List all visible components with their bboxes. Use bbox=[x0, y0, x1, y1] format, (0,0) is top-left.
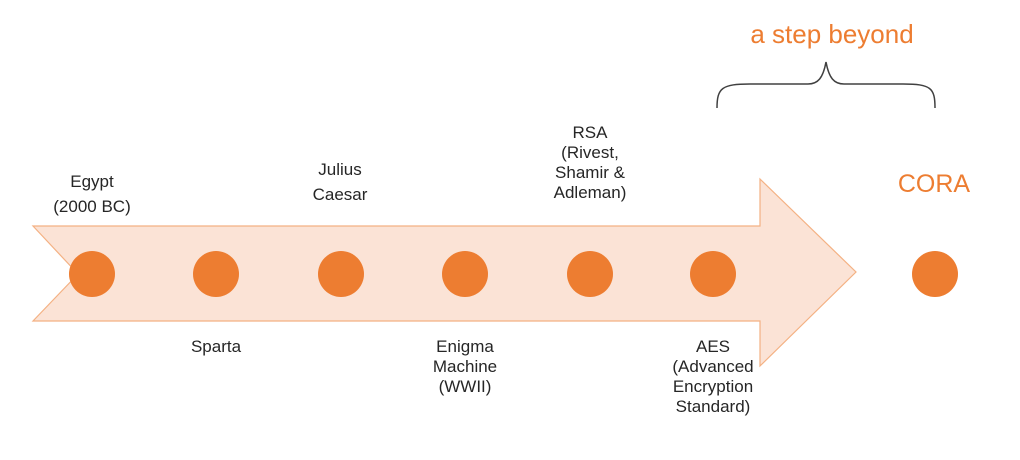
event-label-egypt: Egypt (2000 BC) bbox=[53, 172, 131, 216]
timeline-dot-enigma bbox=[442, 251, 488, 297]
event-label-enigma: Enigma Machine (WWII) bbox=[432, 337, 498, 396]
cora-label: CORA bbox=[897, 170, 971, 198]
timeline-dot-aes bbox=[690, 251, 736, 297]
event-label-sparta: Sparta bbox=[190, 337, 242, 356]
event-label-julius-caesar: Julius Caesar bbox=[312, 160, 368, 204]
timeline-dot-cora bbox=[912, 251, 958, 297]
timeline-dot-sparta bbox=[193, 251, 239, 297]
timeline-dot-julius-caesar bbox=[318, 251, 364, 297]
event-label-rsa: RSA (Rivest, Shamir & Adleman) bbox=[553, 123, 627, 202]
timeline-dot-egypt bbox=[69, 251, 115, 297]
curly-bracket bbox=[716, 61, 936, 109]
event-label-aes: AES (Advanced Encryption Standard) bbox=[672, 337, 754, 416]
step-beyond-label: a step beyond bbox=[750, 19, 914, 49]
timeline-dot-rsa bbox=[567, 251, 613, 297]
